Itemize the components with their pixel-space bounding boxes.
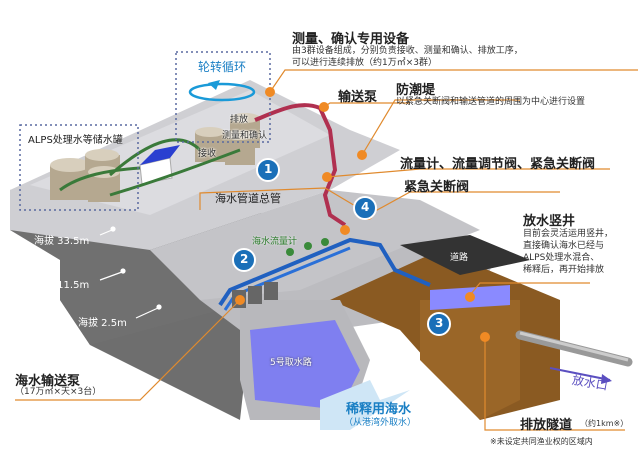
seawall-title: 防潮堤: [396, 83, 436, 98]
intake-channel-label: 5号取水路: [270, 358, 312, 368]
alps-tanks: [50, 149, 120, 202]
discharge-tunnel-title: 排放隧道: [520, 418, 573, 433]
transfer-pump-label: 输送泵: [338, 90, 378, 105]
elevation-33-5: 海拔 33.5m: [34, 236, 90, 247]
rotation-cycle-box: [175, 51, 271, 143]
elevation-2-5: 海拔 2.5m: [78, 318, 127, 329]
elevation-11-5: 海拔 11.5m: [34, 280, 90, 291]
elevation-ticks: [99, 226, 162, 319]
step-badges: [232, 158, 451, 336]
measure-equipment-desc-2: 可以进行连续排放（约1万㎥×3群）: [292, 58, 437, 68]
tank-label-measure: 测量和确认: [222, 131, 268, 141]
measure-equipment-title: 测量、确认专用设备: [292, 32, 410, 47]
seawater-pump-desc: （17万㎥×天×3台）: [15, 387, 102, 397]
leader-lines: [15, 69, 638, 431]
alps-tanks-box: [19, 124, 139, 211]
tank-label-discharge: 排放: [230, 115, 249, 125]
storage-pipe: [59, 138, 241, 197]
step-2-badge: 2: [240, 252, 249, 266]
seawater-pump-title: 海水输送泵: [15, 374, 81, 389]
step-1-badge: 1: [264, 162, 273, 176]
discharge-tunnel-note: ※未设定共同渔业权的区域内: [490, 437, 593, 446]
discharge-shaft-desc-1: 目前会灵活运用竖井，: [523, 229, 614, 239]
discharge-shaft-desc-2: 直接确认海水已经与: [523, 241, 605, 251]
rotation-cycle-label: 轮转循环: [198, 60, 247, 74]
outlet-pipe: [515, 330, 633, 367]
intake-water: [250, 320, 360, 410]
alps-tanks-label: ALPS处理水等储水罐: [28, 135, 123, 146]
discharge-tunnel-desc: （约1km※）: [580, 419, 629, 428]
road-label: 道路: [450, 253, 469, 263]
emergency-valve-label: 紧急关断阀: [404, 180, 470, 195]
seawall-desc: 以紧急关断阀和输送管道的周围为中心进行设置: [396, 97, 586, 107]
terrace-middle: [150, 190, 480, 300]
discharge-shaft-title: 放水竖井: [523, 214, 576, 229]
tank-label-receive: 接收: [198, 149, 217, 159]
dilution-seawater-desc: （从港湾外取水）: [344, 418, 417, 428]
discharge-shaft-desc-4: 稀释后，再开始排放: [523, 265, 605, 275]
rotation-arrow: [188, 82, 256, 102]
dilution-seawater-title: 稀释用海水: [346, 402, 412, 417]
seawater-flowmeter-label: 海水流量计: [252, 237, 298, 247]
step-4-badge: 4: [361, 200, 370, 214]
discharge-shaft-desc-3: ALPS处理水混合、: [523, 253, 600, 263]
flowmeters: [286, 238, 329, 256]
outlet-arrow: [549, 367, 611, 381]
road: [400, 235, 530, 275]
seawater-intake-arrow: [320, 380, 410, 430]
seawater-pipes: [218, 237, 431, 307]
seawater-header-label: 海水管道总管: [215, 192, 281, 205]
measure-equipment-desc-1: 由3群设备组成，分别负责接收、测量和确认、排放工序，: [292, 46, 523, 56]
flow-valves-label: 流量计、流量调节阀、紧急关断阀: [400, 157, 596, 172]
step-3-badge: 3: [435, 316, 444, 330]
